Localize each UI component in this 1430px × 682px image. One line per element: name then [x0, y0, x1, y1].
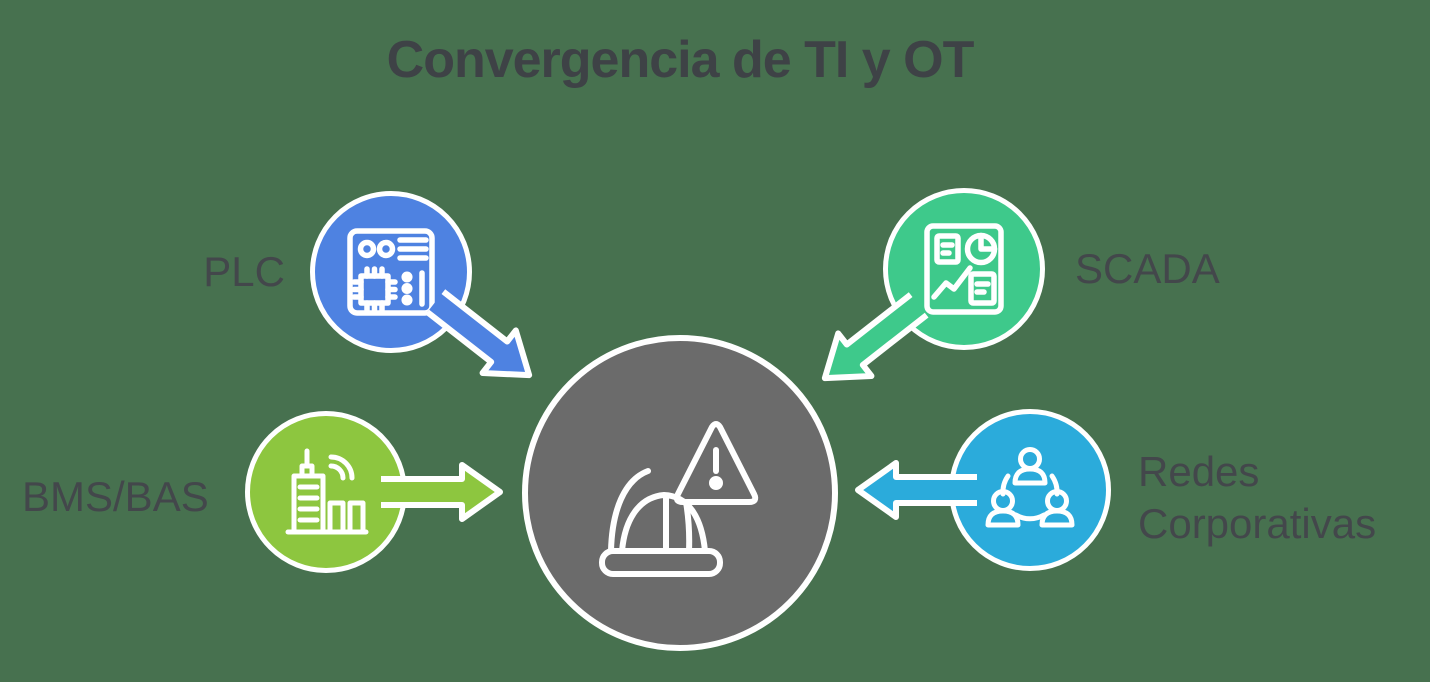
- people-network-icon: [985, 447, 1075, 528]
- convergence-center-circle: [522, 335, 838, 651]
- plc-node-circle: [310, 191, 472, 353]
- diagram-title: Convergencia de TI y OT: [386, 31, 975, 89]
- circuit-board-icon: [347, 228, 435, 316]
- scada-label: SCADA: [1075, 245, 1220, 292]
- dashboard-charts-icon: [924, 223, 1004, 315]
- scada-arrow-icon: [821, 292, 929, 382]
- smart-building-icon: [285, 448, 369, 535]
- plc-label: PLC: [203, 248, 285, 295]
- bms-label: BMS/BAS: [22, 473, 209, 520]
- bms-arrow-icon: [381, 462, 503, 522]
- hard-hat-warning-icon: [599, 421, 759, 577]
- redes-label: Redes Corporativas: [1138, 448, 1377, 547]
- redes-arrow-icon: [855, 460, 977, 520]
- plc-arrow-icon: [425, 289, 533, 379]
- bms-node-circle: [245, 411, 407, 573]
